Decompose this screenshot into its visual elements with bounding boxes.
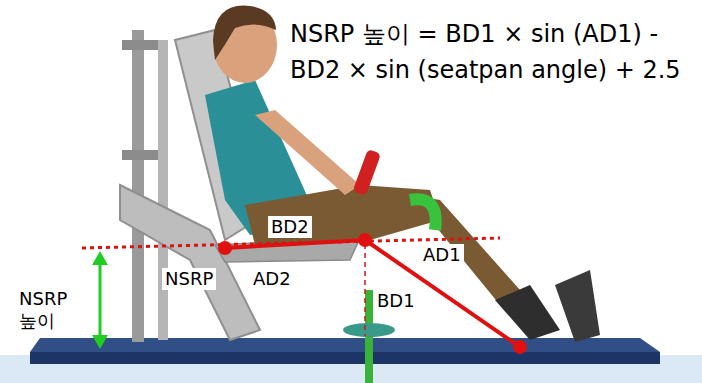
- angle-label: AD1: [420, 244, 464, 266]
- thigh: [245, 185, 440, 245]
- seat-rail: [132, 30, 144, 342]
- segment-label: BD2: [268, 216, 312, 238]
- arrow-head: [92, 251, 108, 265]
- foot: [495, 285, 560, 340]
- rail-clamp: [122, 40, 158, 50]
- seatpan-line: [225, 240, 365, 248]
- leg-line: [365, 240, 520, 347]
- platform-top: [30, 338, 660, 352]
- vertical-drop: [364, 244, 366, 336]
- segment-label: BD1: [374, 290, 418, 312]
- formula-text: NSRP 높이 = BD1 × sin (AD1) - BD2 × sin (s…: [290, 16, 695, 88]
- shin: [410, 195, 520, 305]
- angle-label: AD2: [250, 268, 294, 290]
- hair: [213, 6, 276, 60]
- pedal: [555, 270, 600, 342]
- rail-clamp: [122, 150, 158, 160]
- arrow-head: [92, 335, 108, 349]
- arm: [255, 110, 360, 195]
- platform-side: [30, 352, 660, 364]
- knee-arc: [410, 199, 436, 230]
- point-label: NSRP: [162, 268, 216, 290]
- height-arrow: [99, 262, 102, 338]
- seat-rail: [158, 40, 168, 340]
- heel-point: [513, 340, 527, 354]
- height-label: NSRP 높이: [16, 288, 88, 332]
- knee-point: [358, 233, 372, 247]
- joystick: [353, 149, 382, 196]
- nsrp-point: [218, 241, 232, 255]
- pole-disc: [343, 323, 395, 337]
